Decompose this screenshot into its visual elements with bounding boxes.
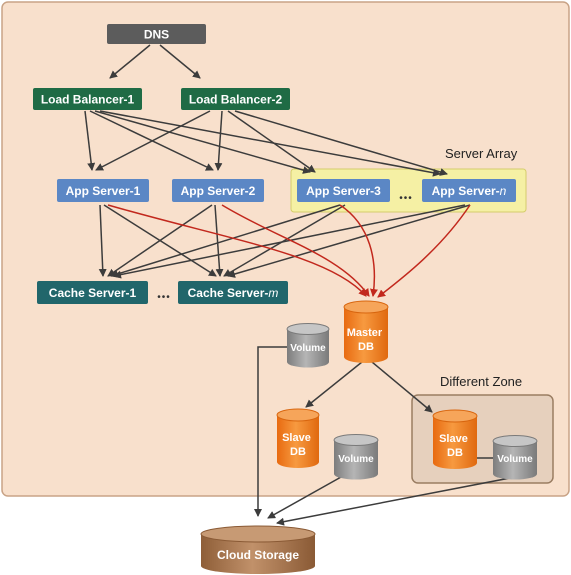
master-db-label-line2: DB [358,341,374,353]
slave-volume-label: Volume [338,454,374,465]
dns-label: DNS [144,28,169,42]
load-balancer-1-label: Load Balancer-1 [41,93,135,107]
db-connectors [107,204,471,298]
app-server-1-node[interactable]: App Server-1 [57,179,149,202]
master-db-label-line1: Master [347,327,383,339]
app-server-n-prefix: App Server- [432,184,500,198]
zone-slave-db-label-line2: DB [447,447,463,459]
app-server-n-suffix: n [500,184,507,198]
different-zone-label: Different Zone [440,374,522,389]
slave-volume-node[interactable]: Volume [333,434,379,480]
slave-db-label-line2: DB [290,446,306,458]
app-server-n-node[interactable]: App Server-n [422,179,516,202]
zone-slave-db-label-line1: Slave [439,433,468,445]
master-volume-node[interactable]: Volume [286,323,330,368]
zone-slave-db-label: Slave DB [439,433,471,459]
zone-slave-db-node[interactable]: Slave DB [432,409,478,469]
server-array-label: Server Array [445,146,518,161]
zone-volume-node[interactable]: Volume [492,435,538,480]
master-db-label: Master DB [347,327,386,353]
slave-db-node[interactable]: Slave DB [276,408,320,468]
app-server-3-label: App Server-3 [306,184,381,198]
cache-server-1-node[interactable]: Cache Server-1 [37,281,148,304]
cloud-storage-node[interactable]: Cloud Storage [200,525,316,574]
cache-server-m-node[interactable]: Cache Server-m [178,281,288,304]
zone-volume-label: Volume [497,454,533,465]
slave-db-label-line1: Slave [282,432,311,444]
load-balancer-1-node[interactable]: Load Balancer-1 [33,88,142,110]
connectors [84,44,511,526]
app-server-ellipsis: ••• [399,193,413,204]
master-volume-label: Volume [290,343,326,354]
cache-server-m-suffix: m [268,286,278,300]
app-server-3-node[interactable]: App Server-3 [297,179,390,202]
cache-server-m-label: Cache Server-m [188,286,279,300]
cache-server-1-label: Cache Server-1 [49,286,137,300]
slave-db-label: Slave DB [282,432,314,458]
app-server-n-label: App Server-n [432,184,507,198]
app-server-1-label: App Server-1 [66,184,141,198]
master-db-node[interactable]: Master DB [343,300,389,363]
load-balancer-2-node[interactable]: Load Balancer-2 [181,88,290,110]
cloud-storage-label: Cloud Storage [217,548,299,562]
cache-server-ellipsis: ••• [157,292,171,303]
app-server-2-label: App Server-2 [181,184,256,198]
app-server-2-node[interactable]: App Server-2 [172,179,264,202]
cache-server-m-prefix: Cache Server- [188,286,269,300]
dns-node[interactable]: DNS [107,24,206,44]
load-balancer-2-label: Load Balancer-2 [189,93,283,107]
